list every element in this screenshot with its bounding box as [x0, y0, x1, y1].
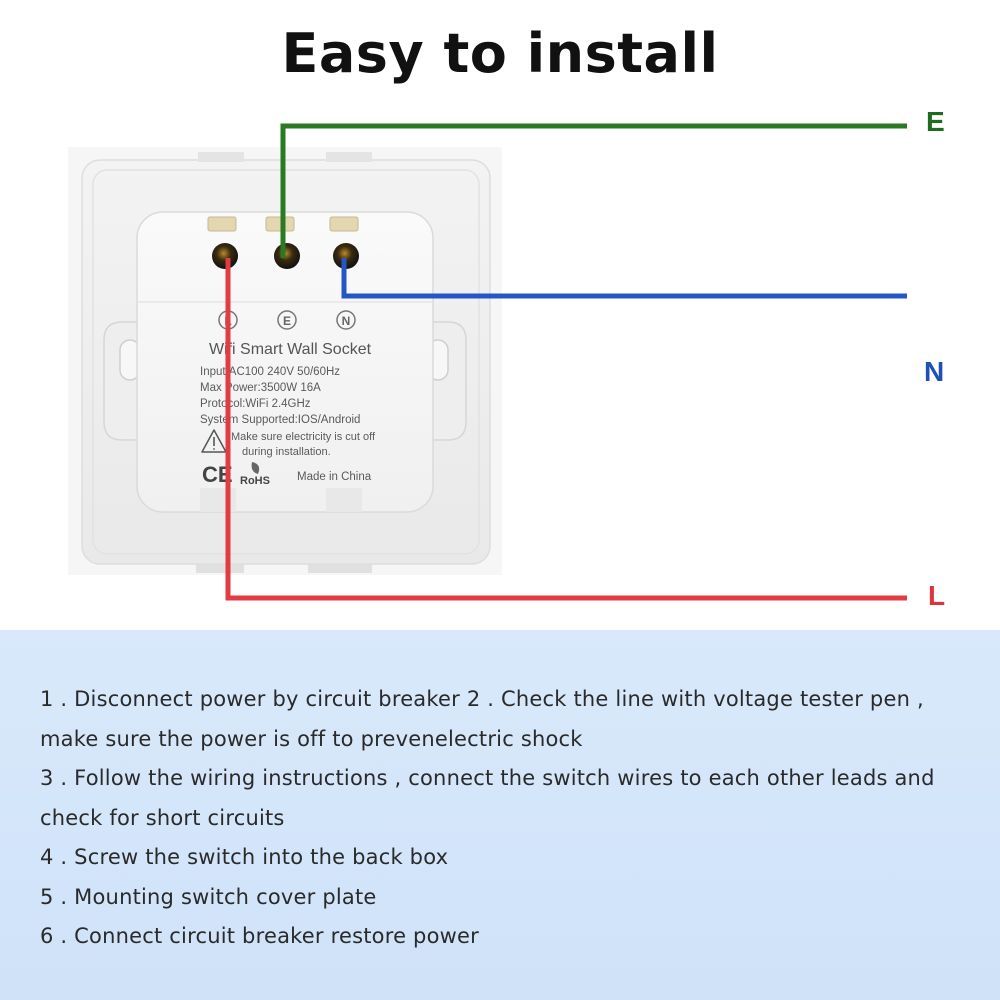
page-title: Easy to install: [281, 22, 719, 85]
step-3: 3 . Follow the wiring instructions , con…: [40, 766, 935, 830]
spec-protocol: Protocol:WiFi 2.4GHz: [200, 398, 311, 410]
warning-line-1: Make sure electricity is cut off: [231, 431, 376, 443]
rohs-leaf-icon: [251, 462, 260, 474]
live-wire-label: L: [928, 580, 946, 611]
earth-wire: [280, 123, 907, 258]
instructions-panel: 1 . Disconnect power by circuit breaker …: [0, 630, 1000, 1000]
neutral-wire: [341, 258, 907, 299]
warning-line-2: during installation.: [242, 446, 331, 458]
spec-system: System Supported:IOS/Android: [200, 414, 360, 426]
product-name: Wifi Smart Wall Socket: [209, 341, 372, 358]
step-1-2: 1 . Disconnect power by circuit breaker …: [40, 687, 924, 751]
earth-wire-label: E: [926, 106, 945, 137]
terminal-mark-n: N: [342, 314, 351, 328]
instruction-steps: 1 . Disconnect power by circuit breaker …: [40, 680, 970, 957]
live-wire: [225, 258, 907, 601]
step-6: 6 . Connect circuit breaker restore powe…: [40, 924, 479, 948]
terminal-holes: [212, 243, 359, 269]
spec-max-power: Max Power:3500W 16A: [200, 382, 321, 394]
origin-text: Made in China: [297, 471, 372, 483]
warning-icon: [201, 429, 227, 453]
step-4: 4 . Screw the switch into the back box: [40, 845, 449, 869]
wiring-diagram: L E N Wifi Smart Wall Socket Input:AC100…: [81, 123, 907, 601]
terminal-screw-heads: [207, 216, 359, 232]
step-5: 5 . Mounting switch cover plate: [40, 884, 377, 909]
rohs-mark: RoHS: [240, 475, 270, 487]
neutral-wire-label: N: [924, 356, 945, 387]
terminal-mark-e: E: [283, 314, 291, 328]
spec-input: Input:AC100 240V 50/60Hz: [200, 366, 340, 378]
